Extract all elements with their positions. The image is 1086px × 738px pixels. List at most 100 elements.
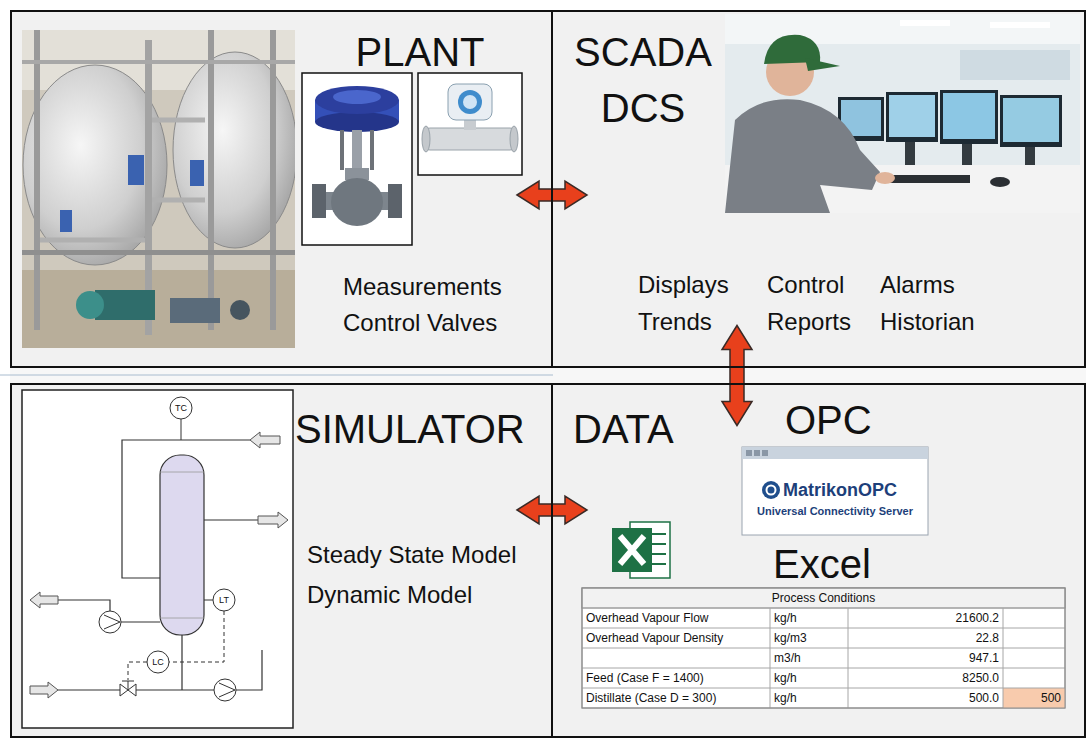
process-sketch <box>147 651 169 673</box>
process-table-grid <box>582 588 1065 708</box>
control-valve-picture <box>333 90 381 104</box>
table-cell: 500.0 <box>850 689 999 707</box>
opc-logo-window <box>742 447 928 535</box>
process-sketch <box>22 390 293 728</box>
plant-photo <box>230 300 250 320</box>
operator-photo <box>943 93 995 139</box>
process-table-grid <box>582 588 1065 608</box>
opc-logo-window <box>754 450 760 456</box>
process-sketch <box>170 397 192 419</box>
opc-logo-window <box>762 481 780 499</box>
function-word: Control <box>767 270 877 300</box>
function-word: Trends <box>638 307 758 337</box>
plant-photo <box>60 210 72 232</box>
operator-photo <box>990 22 1050 28</box>
process-sketch <box>213 589 235 611</box>
control-valve-picture <box>315 112 399 132</box>
process-table-grid <box>582 608 1065 708</box>
logo-text: Universal Connectivity Server <box>744 503 926 519</box>
process-sketch <box>250 432 280 448</box>
table-cell: 947.1 <box>850 649 999 667</box>
panel-ground <box>0 375 553 376</box>
flow-meter-picture <box>418 73 522 175</box>
control-valve-picture <box>370 130 374 170</box>
operator-photo <box>940 90 998 144</box>
table-cell: kg/h <box>774 609 844 627</box>
panel-caption: Control Valves <box>343 308 538 338</box>
plant-photo <box>170 298 220 323</box>
table-cell: Feed (Case F = 1400) <box>586 669 766 687</box>
opc-logo-window <box>742 447 928 459</box>
process-sketch <box>214 679 236 701</box>
control-valve-picture <box>312 184 326 218</box>
control-valve-picture <box>331 178 383 226</box>
function-word: Displays <box>638 270 758 300</box>
panel-caption: Measurements <box>343 272 538 302</box>
panel-ground <box>10 10 1086 368</box>
panel-title: SIMULATOR <box>295 405 545 453</box>
operator-photo <box>1003 98 1059 142</box>
operator-photo <box>960 50 1070 80</box>
table-cell: 21600.2 <box>850 609 999 627</box>
process-sketch <box>22 390 293 728</box>
simulator-panel: SIMULATORSteady State ModelDynamic Model <box>10 383 553 738</box>
operator-photo <box>1000 95 1062 147</box>
process-sketch <box>181 419 182 440</box>
plant-photo <box>40 120 205 240</box>
operator-photo <box>886 92 938 142</box>
panel-title: SCADA DCS <box>561 24 725 136</box>
panel-title: Excel <box>773 540 903 588</box>
control-valve-picture <box>315 86 399 114</box>
spreadsheet-icon <box>652 534 666 564</box>
instrument-tag: LC <box>147 655 169 669</box>
operator-photo <box>990 177 1010 187</box>
spreadsheet-icon <box>620 536 644 564</box>
control-valve-picture <box>302 73 412 245</box>
plant-photo <box>34 30 40 330</box>
plant-photo <box>22 270 295 348</box>
operator-photo <box>725 14 1080 213</box>
flow-meter-picture <box>424 128 516 150</box>
function-word: Reports <box>767 307 877 337</box>
opc-logo-window <box>746 450 752 456</box>
control-valve-picture <box>352 130 362 170</box>
flow-meter-picture <box>510 126 518 152</box>
table-cell: kg/h <box>774 689 844 707</box>
table-cell: 22.8 <box>850 629 999 647</box>
process-sketch <box>104 615 120 629</box>
plant-panel: PLANT MeasurementsControl Valves <box>10 10 553 368</box>
logo-text: MatrikonOPC <box>783 479 923 501</box>
instrument-tag: LT <box>213 593 235 607</box>
table-cell: 8250.0 <box>850 669 999 687</box>
scada-panel: SCADA DCS Displays ControlAlarmsTrends Repo… <box>551 10 1086 368</box>
plant-photo <box>76 291 104 319</box>
operator-photo <box>725 99 880 213</box>
operator-photo <box>905 142 915 166</box>
panel-title: PLANT <box>335 28 505 76</box>
process-table-grid <box>582 588 1065 708</box>
flow-meter-picture <box>448 84 492 120</box>
process-sketch <box>160 455 204 635</box>
plant-photo <box>128 155 144 185</box>
process-sketch <box>204 600 213 601</box>
control-valve-picture <box>302 73 412 245</box>
function-word: Alarms <box>880 270 1000 300</box>
process-sketch <box>122 681 134 690</box>
panel-caption: Steady State Model <box>307 540 537 570</box>
plant-photo <box>190 160 204 186</box>
plant-photo <box>22 60 295 64</box>
process-sketch <box>204 519 258 520</box>
process-sketch <box>258 512 288 528</box>
operator-photo <box>805 58 840 71</box>
table-cell: kg/m3 <box>774 629 844 647</box>
table-cell: Distillate (Case D = 300) <box>586 689 766 707</box>
process-table-grid <box>1003 688 1065 708</box>
process-sketch <box>160 472 204 618</box>
operator-photo <box>875 172 895 184</box>
process-sketch <box>99 611 121 633</box>
panel-ground <box>10 383 1086 738</box>
